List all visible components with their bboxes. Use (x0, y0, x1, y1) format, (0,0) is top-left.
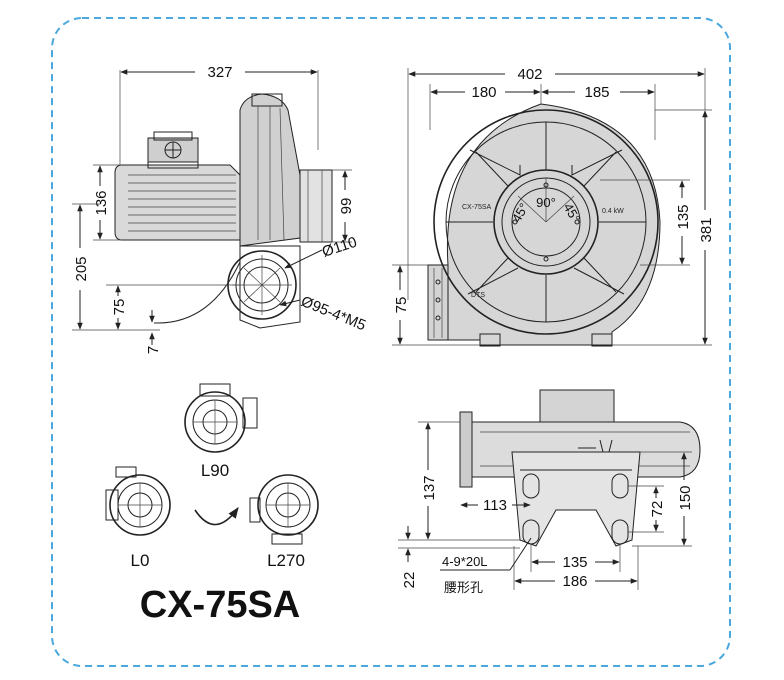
dim-bottom-137: 137 (418, 421, 520, 541)
dim-foot-offset: 7 (145, 310, 162, 354)
dim-72-label: 72 (649, 501, 666, 518)
front-plate-right: 0.4 kW (602, 208, 624, 215)
bottom-view: 137 113 72 150 135 (398, 389, 701, 596)
slot-note-label: 腰形孔 (444, 581, 483, 596)
side-view: 327 (72, 64, 368, 354)
rotation-arrow-icon (194, 507, 239, 526)
dim-205-label: 205 (73, 256, 90, 281)
dim-75-side-label: 75 (111, 299, 128, 316)
dim-front-base: 75 (392, 264, 480, 346)
dim-front-heights: 135 381 (600, 109, 715, 346)
dim-113-label: 113 (483, 497, 507, 514)
dim-bottom-150: 150 (632, 451, 694, 547)
dim-side-base: 75 (106, 284, 240, 330)
dim-bottom-135: 135 (530, 544, 621, 572)
orientation-l0: L0 (105, 466, 171, 570)
dashed-frame (51, 17, 731, 667)
orientation-l90: L90 (184, 383, 258, 480)
dim-7-label: 7 (145, 346, 162, 354)
dim-136-label: 136 (93, 190, 110, 215)
slot-spec-label: 4-9*20L (442, 554, 488, 569)
motor-body (114, 131, 241, 241)
dim-75-front-label: 75 (393, 297, 410, 314)
dim-bottom-186: 186 (513, 546, 639, 590)
orientation-l270-label: L270 (267, 551, 305, 570)
dim-bottom-72: 72 (628, 485, 666, 533)
orientation-l90-label: L90 (201, 461, 229, 480)
slot-spec-callout: 4-9*20L 腰形孔 (440, 537, 532, 596)
dim-186-label: 186 (562, 573, 587, 590)
dim-402-label: 402 (517, 66, 542, 83)
front-housing: 90° 45° 45° CX-75SA 0.4 kW DTS (433, 103, 661, 347)
dim-bottom-22: 22 (398, 526, 520, 588)
dim-381-label: 381 (698, 217, 715, 242)
front-outlet-flange (427, 264, 449, 341)
dim-327-label: 327 (207, 64, 232, 81)
dim-22-label: 22 (401, 572, 418, 589)
model-title: CX-75SA (140, 584, 301, 626)
dim-185-label: 185 (584, 84, 609, 101)
dim-flange-label: Ø95-4*M5 (299, 293, 369, 334)
dim-99-label: 99 (338, 198, 355, 215)
dim-180-label: 180 (471, 84, 496, 101)
front-view: 402 180 185 (392, 66, 715, 347)
orientation-l0-label: L0 (131, 551, 150, 570)
rotation-sweep-arc (153, 261, 241, 324)
dim-outlet-height: 99 (332, 169, 355, 243)
front-plate-left: CX-75SA (462, 204, 492, 211)
front-plate-small: DTS (471, 292, 485, 299)
dim-150-label: 150 (677, 485, 694, 510)
dim-motor-height: 136 (93, 164, 122, 241)
dim-front-width: 402 (407, 66, 706, 300)
dim-center-height: 205 (72, 203, 160, 331)
dim-front-halves: 180 185 (429, 84, 656, 180)
dim-135-bottom-label: 135 (562, 554, 587, 571)
dim-137-label: 137 (421, 475, 438, 500)
angle-90-label: 90° (536, 195, 556, 210)
fan-housing-side (227, 93, 333, 329)
dim-135-front-label: 135 (675, 204, 692, 229)
dim-bottom-113: 113 (460, 497, 531, 514)
orientation-l270: L270 (249, 474, 319, 570)
